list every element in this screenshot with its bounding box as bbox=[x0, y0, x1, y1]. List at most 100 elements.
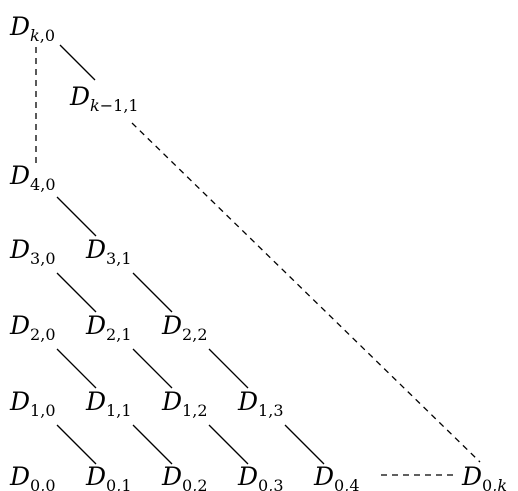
node-subscript-sep: , bbox=[40, 401, 45, 420]
node-label: D0,k bbox=[461, 462, 507, 491]
edge-13-04 bbox=[284, 424, 325, 465]
node-label: D3,0 bbox=[9, 235, 56, 268]
node-subscript-col: 0 bbox=[45, 175, 55, 194]
node-subscript-sep: , bbox=[40, 325, 45, 344]
node-subscript-row: 1 bbox=[106, 401, 116, 420]
node-subscript-col: k bbox=[497, 476, 507, 491]
node-subscript-row: 0 bbox=[258, 476, 268, 491]
node-subscript-sep: , bbox=[192, 476, 197, 491]
node-k0: Dk,0 bbox=[9, 12, 55, 45]
node-subscript-row: 2 bbox=[30, 325, 40, 344]
node-subscript-col: 4 bbox=[349, 476, 359, 491]
node-10: D1,0 bbox=[9, 387, 56, 420]
node-01: D0,1 bbox=[85, 462, 132, 491]
node-subscript-row: 1 bbox=[30, 401, 40, 420]
node-letter: D bbox=[9, 12, 30, 41]
node-20: D2,0 bbox=[9, 311, 56, 344]
node-subscript-row: 0 bbox=[182, 476, 192, 491]
node-subscript-sep: , bbox=[40, 249, 45, 268]
node-label: D0,3 bbox=[237, 462, 284, 491]
node-03: D0,3 bbox=[237, 462, 284, 491]
node-subscript-sep: −1, bbox=[100, 96, 129, 115]
node-letter: D bbox=[161, 311, 182, 340]
node-subscript-row: 2 bbox=[106, 325, 116, 344]
node-subscript-sep: , bbox=[116, 249, 121, 268]
node-subscript-col: 0 bbox=[45, 401, 55, 420]
node-label: D1,3 bbox=[237, 387, 284, 420]
node-subscript-row: 0 bbox=[106, 476, 116, 491]
node-label: D0,2 bbox=[161, 462, 208, 491]
edge-40-31 bbox=[56, 196, 97, 237]
node-subscript-col: 0 bbox=[45, 26, 55, 45]
node-label: D0,4 bbox=[313, 462, 360, 491]
node-label: D2,0 bbox=[9, 311, 56, 344]
node-letter: D bbox=[85, 311, 106, 340]
edge-21-12 bbox=[132, 348, 173, 389]
node-subscript-sep: , bbox=[116, 476, 121, 491]
node-21: D2,1 bbox=[85, 311, 132, 344]
node-letter: D bbox=[85, 462, 106, 491]
node-12: D1,2 bbox=[161, 387, 208, 420]
node-label: D2,1 bbox=[85, 311, 132, 344]
node-subscript-row: 4 bbox=[30, 175, 40, 194]
node-letter: D bbox=[9, 462, 30, 491]
node-subscript-sep: , bbox=[40, 476, 45, 491]
node-subscript-col: 2 bbox=[197, 476, 207, 491]
node-letter: D bbox=[161, 387, 182, 416]
edge-km1-1-0k bbox=[131, 122, 481, 463]
node-subscript-col: 0 bbox=[45, 476, 55, 491]
node-subscript-col: 0 bbox=[45, 249, 55, 268]
edge-11-02 bbox=[132, 424, 173, 465]
node-subscript-sep: , bbox=[268, 476, 273, 491]
node-label: D0,0 bbox=[9, 462, 56, 491]
node-11: D1,1 bbox=[85, 387, 132, 420]
node-km1-1: Dk−1,1 bbox=[69, 82, 139, 115]
node-subscript-col: 1 bbox=[121, 249, 131, 268]
node-label: Dk−1,1 bbox=[69, 82, 139, 115]
node-label: D4,0 bbox=[9, 161, 56, 194]
node-label: D1,2 bbox=[161, 387, 208, 420]
node-label: D1,1 bbox=[85, 387, 132, 420]
node-letter: D bbox=[237, 387, 258, 416]
edge-22-13 bbox=[208, 348, 249, 389]
node-subscript-col: 3 bbox=[273, 476, 283, 491]
node-subscript-sep: , bbox=[40, 175, 45, 194]
node-02: D0,2 bbox=[161, 462, 208, 491]
node-subscript-sep: , bbox=[192, 401, 197, 420]
node-subscript-sep: , bbox=[492, 476, 497, 491]
node-letter: D bbox=[9, 235, 30, 264]
node-subscript-row: 2 bbox=[182, 325, 192, 344]
node-letter: D bbox=[461, 462, 482, 491]
edge-20-11 bbox=[56, 348, 97, 389]
node-subscript-sep: , bbox=[116, 325, 121, 344]
edges-layer bbox=[35, 44, 481, 476]
node-label: Dk,0 bbox=[9, 12, 55, 45]
node-subscript-sep: , bbox=[116, 401, 121, 420]
node-subscript-sep: , bbox=[344, 476, 349, 491]
node-letter: D bbox=[313, 462, 334, 491]
edge-k0-km1-1 bbox=[59, 44, 96, 81]
node-30: D3,0 bbox=[9, 235, 56, 268]
node-subscript-row: 0 bbox=[482, 476, 492, 491]
node-letter: D bbox=[85, 387, 106, 416]
node-subscript-sep: , bbox=[40, 26, 45, 45]
node-04: D0,4 bbox=[313, 462, 360, 491]
node-subscript-sep: , bbox=[268, 401, 273, 420]
node-22: D2,2 bbox=[161, 311, 208, 344]
node-40: D4,0 bbox=[9, 161, 56, 194]
edge-30-21 bbox=[56, 272, 97, 313]
node-subscript-row: k bbox=[30, 26, 40, 45]
node-subscript-row: 1 bbox=[258, 401, 268, 420]
node-subscript-col: 1 bbox=[121, 401, 131, 420]
node-subscript-row: 0 bbox=[334, 476, 344, 491]
node-subscript-sep: , bbox=[192, 325, 197, 344]
node-subscript-col: 0 bbox=[45, 325, 55, 344]
node-label: D0,1 bbox=[85, 462, 132, 491]
node-letter: D bbox=[9, 161, 30, 190]
node-subscript-col: 1 bbox=[121, 325, 131, 344]
node-label: D1,0 bbox=[9, 387, 56, 420]
node-subscript-col: 2 bbox=[197, 325, 207, 344]
edge-31-22 bbox=[132, 272, 173, 313]
node-0k: D0,k bbox=[461, 462, 507, 491]
